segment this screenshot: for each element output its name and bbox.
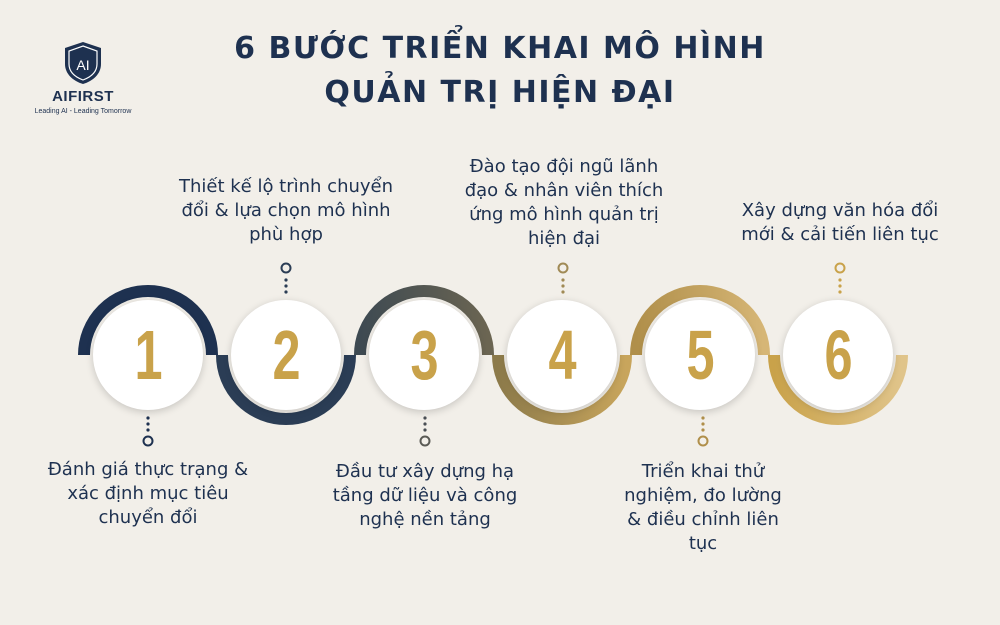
step-3-label: Đầu tư xây dựng hạ tầng dữ liệu và công … [332, 461, 518, 530]
brand-logo: AI AIFIRST Leading AI - Leading Tomorrow [28, 40, 138, 115]
step-3-arc [354, 285, 494, 356]
step-6-number: 6 [823, 316, 853, 394]
shield-logo-icon: AI [65, 42, 101, 84]
step-2-circle: 2 [231, 300, 341, 410]
step-6-connector [834, 262, 846, 294]
step-4-arc [492, 354, 632, 425]
step-5-number: 5 [685, 316, 715, 394]
page-title-line-2: QUẢN TRỊ HIỆN ĐẠI [324, 75, 676, 110]
step-4-label: Đào tạo đội ngũ lãnh đạo & nhân viên thí… [464, 156, 664, 249]
brand-name: AIFIRST [52, 88, 114, 105]
step-3-circle: 3 [369, 300, 479, 410]
step-1-label: Đánh giá thực trạng & xác định mục tiêu … [47, 459, 249, 528]
step-1-arc [78, 285, 218, 356]
brand-tagline: Leading AI - Leading Tomorrow [34, 108, 132, 115]
step-4-circle: 4 [507, 300, 617, 410]
step-5-label: Triển khai thử nghiệm, đo lường & điều c… [624, 461, 782, 554]
step-5-connector [697, 416, 709, 447]
step-1-connector [142, 416, 154, 447]
step-3-connector [419, 416, 431, 447]
step-1-circle: 1 [93, 300, 203, 410]
page-title-line-1: 6 BƯỚC TRIỂN KHAI MÔ HÌNH [234, 31, 766, 66]
step-2-number: 2 [271, 316, 301, 394]
step-4-number: 4 [547, 316, 577, 394]
step-5-arc [630, 285, 770, 356]
step-3-number: 3 [409, 316, 439, 394]
step-2-label: Thiết kế lộ trình chuyển đổi & lựa chọn … [178, 176, 394, 245]
step-2-arc [216, 354, 356, 425]
svg-text:AI: AI [76, 57, 89, 73]
step-1-number: 1 [133, 316, 163, 394]
step-6-circle: 6 [783, 300, 893, 410]
step-6-label: Xây dựng văn hóa đổi mới & cải tiến liên… [741, 200, 939, 245]
step-4-connector [557, 262, 569, 294]
step-2-connector [280, 262, 292, 294]
step-6-arc [768, 354, 908, 425]
step-5-circle: 5 [645, 300, 755, 410]
